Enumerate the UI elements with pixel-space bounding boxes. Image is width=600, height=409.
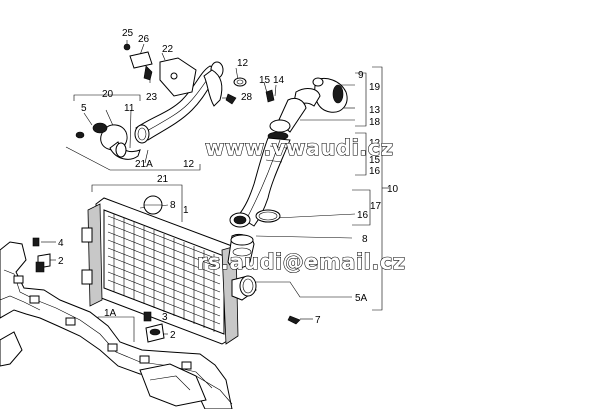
callout-22: 22 — [162, 44, 174, 55]
callout-18: 18 — [369, 117, 381, 128]
main-pipe — [227, 77, 348, 325]
callout-26: 26 — [138, 34, 150, 45]
callout-21: 21 — [157, 174, 169, 185]
callout-2: 2 — [58, 256, 64, 267]
callout-15: 15 — [259, 75, 271, 86]
callout-8: 8 — [170, 200, 176, 211]
callout-2-lower: 2 — [170, 330, 176, 341]
grouping-lines — [41, 40, 389, 342]
callout-5A: 5A — [355, 293, 368, 304]
callout-12: 12 — [237, 58, 249, 69]
callout-7: 7 — [315, 315, 321, 326]
watermark-email: rs.audi@email.cz — [197, 250, 406, 274]
callout-16-right: 16 — [369, 166, 381, 177]
callout-16: 16 — [357, 210, 369, 221]
callout-20: 20 — [102, 89, 114, 100]
callout-25: 25 — [122, 28, 134, 39]
callout-8-right: 8 — [362, 234, 368, 245]
watermark-site: www.vwaudi.cz — [205, 136, 393, 160]
front-carrier — [0, 241, 233, 409]
intercooler — [81, 197, 257, 345]
small-parts — [32, 195, 165, 343]
callout-12-left: 12 — [183, 159, 195, 170]
callout-11: 11 — [124, 103, 135, 114]
callout-23: 23 — [146, 92, 158, 103]
callout-9: 9 — [358, 70, 364, 81]
callout-19: 19 — [369, 82, 381, 93]
callout-14: 14 — [273, 75, 285, 86]
callout-4: 4 — [58, 238, 64, 249]
callout-3: 3 — [162, 312, 168, 323]
callout-13: 13 — [369, 105, 381, 116]
watermark: www.vwaudi.cz rs.audi@email.cz — [196, 135, 406, 274]
callout-5: 5 — [81, 103, 87, 114]
callout-1A: 1A — [104, 308, 117, 319]
left-hoses — [75, 43, 247, 160]
callout-labels: 25 26 22 12 15 14 9 19 23 28 20 5 11 13 … — [58, 28, 399, 341]
callout-15-right: 15 — [369, 155, 381, 166]
callout-28: 28 — [241, 92, 253, 103]
callout-10: 10 — [387, 184, 399, 195]
callout-17: 17 — [370, 201, 382, 212]
callout-1: 1 — [183, 205, 189, 216]
callout-12-right: 12 — [369, 138, 381, 149]
callout-21A: 21A — [135, 159, 153, 170]
